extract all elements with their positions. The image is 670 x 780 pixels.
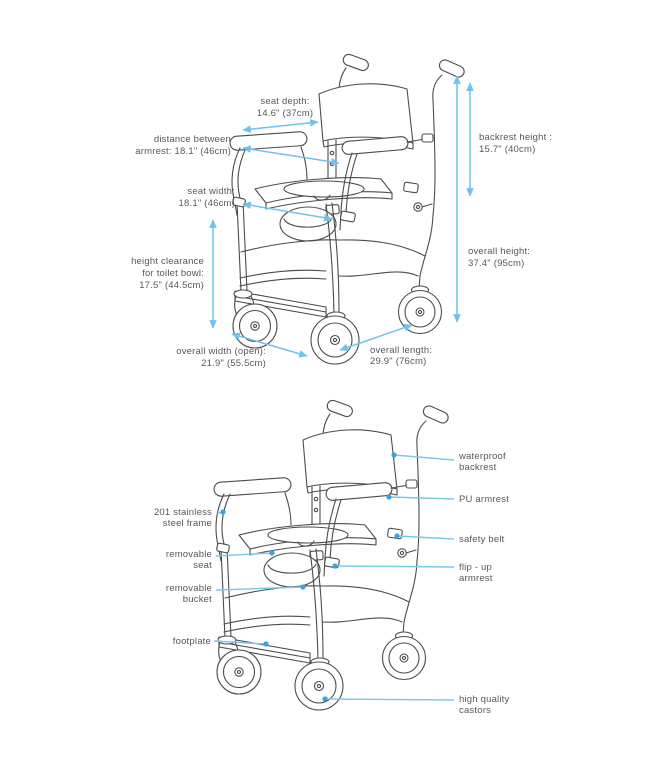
leader-line bbox=[213, 640, 267, 645]
overall-width-label: overall width (open): bbox=[176, 346, 266, 357]
stainless-frame-label-2: steel frame bbox=[163, 518, 212, 529]
removable-bucket-label-2: bucket bbox=[183, 594, 212, 605]
flip-up-armrest-label-2: armrest bbox=[459, 573, 493, 584]
callout-removable-bucket: removable bucket bbox=[166, 583, 306, 605]
overall-height-label: overall height: bbox=[468, 246, 530, 257]
leader-line bbox=[324, 698, 455, 701]
distance-armrest-arrow bbox=[242, 145, 340, 166]
callout-dot bbox=[322, 696, 328, 702]
seat-width-arrow bbox=[242, 201, 333, 222]
seat-width-value: 18.1" (46cm) bbox=[179, 198, 235, 209]
removable-seat-label-2: seat bbox=[193, 560, 212, 571]
callout-dot bbox=[391, 452, 397, 458]
callout-safety-belt: safety belt bbox=[394, 533, 504, 545]
height-clearance-label2: for toilet bowl: bbox=[142, 268, 204, 279]
bottom-feature-figure: waterproof backrest PU armrest safety be… bbox=[154, 398, 509, 716]
callout-removable-seat: removable seat bbox=[166, 549, 275, 571]
leader-line bbox=[393, 454, 455, 461]
callout-footplate: footplate bbox=[173, 636, 269, 647]
dimension-overall-height: overall height: 37.4" (95cm) bbox=[453, 75, 530, 323]
pu-armrest-label: PU armrest bbox=[459, 494, 509, 505]
leader-line bbox=[396, 535, 455, 540]
callout-castors: high quality castors bbox=[322, 694, 509, 716]
leader-line bbox=[215, 586, 304, 591]
backrest-height-label: backrest height : bbox=[479, 132, 552, 143]
removable-bucket-label-1: removable bbox=[166, 583, 212, 594]
leader-line bbox=[215, 552, 273, 557]
callout-stainless-frame: 201 stainless steel frame bbox=[154, 507, 226, 529]
stainless-frame-label-1: 201 stainless bbox=[154, 507, 212, 518]
seat-width-label: seat width: bbox=[187, 186, 235, 197]
callout-pu-armrest: PU armrest bbox=[386, 494, 509, 505]
height-clearance-value: 17.5" (44.5cm) bbox=[139, 280, 204, 291]
callout-dot bbox=[263, 641, 269, 647]
seat-depth-value: 14.6" (37cm) bbox=[257, 108, 313, 119]
safety-belt-label: safety belt bbox=[459, 534, 505, 545]
dimension-overall-width: overall width (open): 21.9" (55.5cm) bbox=[176, 332, 308, 369]
callout-dot bbox=[269, 550, 275, 556]
seat-depth-arrow bbox=[242, 119, 319, 133]
callout-dot bbox=[300, 584, 306, 590]
castors-label-2: castors bbox=[459, 705, 491, 716]
overall-length-label: overall length: bbox=[370, 345, 432, 356]
dimension-height-clearance: height clearance for toilet bowl: 17.5" … bbox=[131, 219, 217, 329]
waterproof-backrest-label-2: backrest bbox=[459, 462, 497, 473]
overall-width-arrow bbox=[231, 332, 308, 358]
overall-height-value: 37.4" (95cm) bbox=[468, 258, 524, 269]
overall-length-arrow bbox=[339, 323, 413, 352]
leader-line bbox=[388, 496, 455, 500]
callout-dot bbox=[394, 533, 400, 539]
dimension-distance-between-armrest: distance between armrest: 18.1" (46cm) bbox=[135, 134, 340, 166]
top-dimension-figure: seat depth: 14.6" (37cm) distance betwee… bbox=[131, 52, 552, 369]
seat-depth-label: seat depth: bbox=[260, 96, 309, 107]
waterproof-backrest-label-1: waterproof bbox=[458, 451, 506, 462]
dimension-seat-depth: seat depth: 14.6" (37cm) bbox=[242, 96, 319, 133]
dimension-seat-width: seat width: 18.1" (46cm) bbox=[179, 186, 333, 222]
castors-label-1: high quality bbox=[459, 694, 510, 705]
overall-length-value: 29.9" (76cm) bbox=[370, 356, 426, 367]
callout-flip-up-armrest: flip - up armrest bbox=[332, 562, 493, 584]
callout-dot bbox=[332, 563, 338, 569]
leader-line bbox=[334, 565, 455, 568]
callout-dot bbox=[386, 494, 392, 500]
distance-armrest-value: armrest: 18.1" (46cm) bbox=[135, 146, 231, 157]
backrest-height-value: 15.7" (40cm) bbox=[479, 144, 535, 155]
distance-armrest-label: distance between bbox=[154, 134, 231, 145]
dimension-overall-length: overall length: 29.9" (76cm) bbox=[339, 323, 432, 367]
callout-dot bbox=[220, 509, 226, 515]
flip-up-armrest-label-1: flip - up bbox=[459, 562, 492, 573]
removable-seat-label-1: removable bbox=[166, 549, 212, 560]
overall-width-value: 21.9" (55.5cm) bbox=[201, 358, 266, 369]
footplate-label: footplate bbox=[173, 636, 211, 647]
dimension-backrest-height: backrest height : 15.7" (40cm) bbox=[466, 82, 552, 197]
height-clearance-label: height clearance bbox=[131, 256, 204, 267]
callout-waterproof-backrest: waterproof backrest bbox=[391, 451, 506, 473]
